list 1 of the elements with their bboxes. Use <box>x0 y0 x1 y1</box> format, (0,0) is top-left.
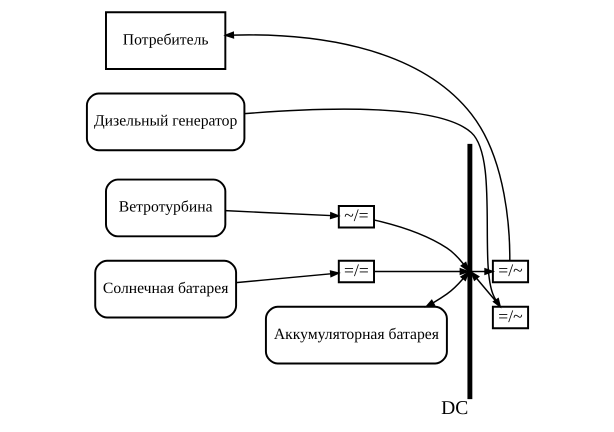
node-label: DC <box>440 398 468 419</box>
